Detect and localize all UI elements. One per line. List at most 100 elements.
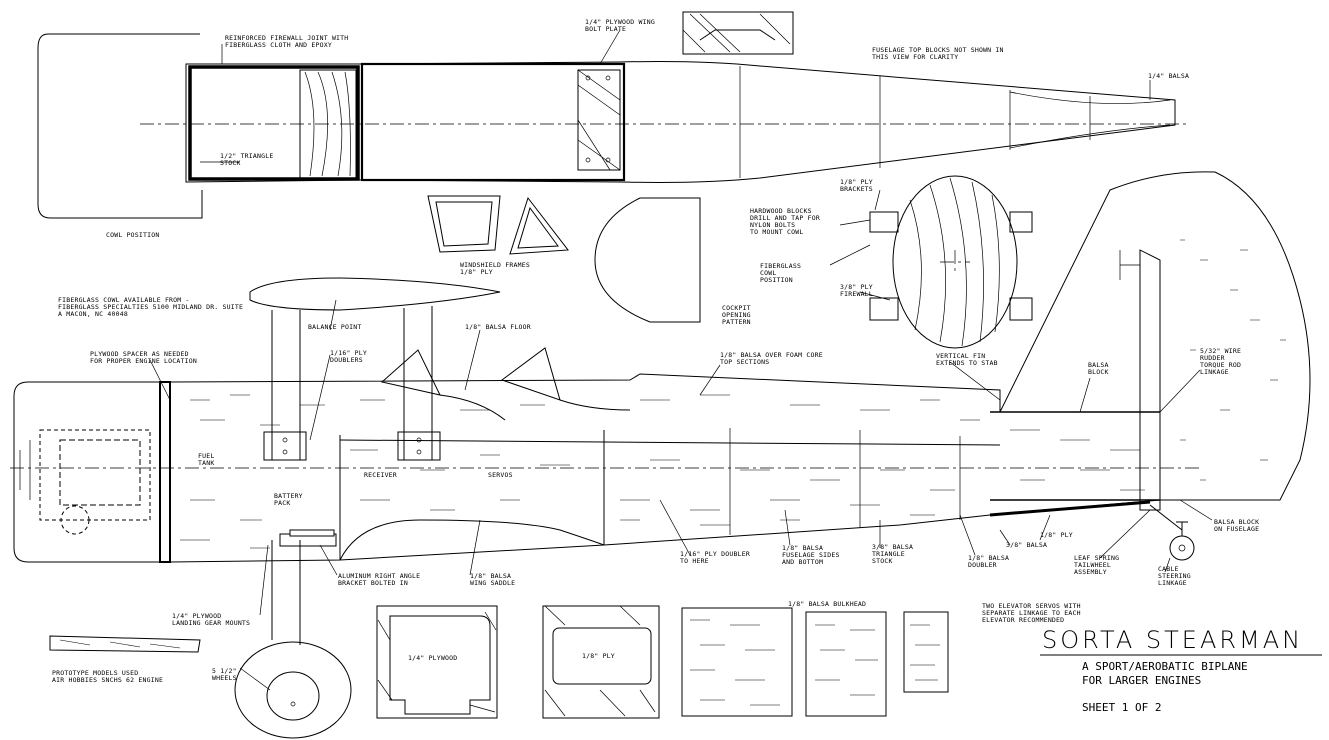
svg-text:LINKAGE: LINKAGE: [1158, 579, 1187, 587]
title-block: SORTA STEARMAN A SPORT/AEROBATIC BIPLANE…: [1040, 626, 1322, 714]
label-eighth-ply: 1/8" PLY: [1040, 531, 1073, 539]
svg-text:BRACKET BOLTED IN: BRACKET BOLTED IN: [338, 579, 408, 587]
label-fuel-tank: FUEL: [198, 452, 214, 460]
svg-text:BRACKETS: BRACKETS: [840, 185, 873, 193]
svg-text:ASSEMBLY: ASSEMBLY: [1074, 568, 1107, 576]
svg-text:ON FUSELAGE: ON FUSELAGE: [1214, 525, 1259, 533]
label-triangle-stock: 1/2" TRIANGLE: [220, 152, 273, 160]
svg-text:BOLT PLATE: BOLT PLATE: [585, 25, 626, 33]
svg-text:TOP SECTIONS: TOP SECTIONS: [720, 358, 769, 366]
windshield-frames: [427, 195, 569, 255]
fuselage-top-outline: [185, 61, 1176, 183]
svg-text:SEPARATE LINKAGE TO EACH: SEPARATE LINKAGE TO EACH: [982, 609, 1081, 617]
svg-text:LINKAGE: LINKAGE: [1200, 368, 1229, 376]
cowl-outline-top: [37, 33, 203, 219]
svg-text:TO HERE: TO HERE: [680, 557, 709, 565]
tailwheel-assembly: [1149, 504, 1195, 561]
svg-text:BLOCK: BLOCK: [1088, 368, 1109, 376]
svg-text:FIBERGLASS SPECIALTIES 5100 MI: FIBERGLASS SPECIALTIES 5100 MIDLAND DR. …: [58, 303, 243, 311]
label-top-blocks: FUSELAGE TOP BLOCKS NOT SHOWN IN: [872, 46, 1004, 54]
label-foam-core: 1/8" BALSA OVER FOAM CORE: [720, 351, 823, 359]
svg-text:DRILL AND TAP FOR: DRILL AND TAP FOR: [750, 214, 820, 222]
label-triangle-stock-side: 3/8" BALSA: [872, 543, 913, 551]
label-landing-gear-mounts: 1/4" PLYWOOD: [172, 612, 221, 620]
cowl-front-view: [869, 175, 1033, 349]
label-receiver: RECEIVER: [364, 471, 397, 479]
balsa-grain: [180, 394, 1145, 549]
label-quarter-balsa: 1/4" BALSA: [1148, 72, 1189, 80]
svg-text:COWL: COWL: [760, 269, 776, 277]
sheet-number: SHEET 1 OF 2: [1082, 701, 1161, 714]
cowl-side: [13, 381, 160, 563]
fuselage-side-outline: [169, 373, 1161, 563]
label-balsa-block-fuselage: BALSA BLOCK: [1214, 518, 1259, 526]
label-rudder-wire: 5/32" WIRE: [1200, 347, 1241, 355]
wing-bolt-plate-top: [577, 69, 621, 171]
label-wing-bolt-plate: 1/4" PLYWOOD WING: [585, 18, 655, 26]
label-cowl-position: COWL POSITION: [106, 231, 159, 239]
label-aluminum-bracket: ALUMINUM RIGHT ANGLE: [338, 572, 420, 580]
label-three-eighth-balsa: 3/8" BALSA: [1006, 541, 1047, 549]
firewall-box-top: [188, 65, 360, 181]
label-balsa-block: BALSA: [1088, 361, 1109, 369]
svg-text:FUSELAGE SIDES: FUSELAGE SIDES: [782, 551, 840, 559]
label-quarter-plywood-part: 1/4" PLYWOOD: [408, 654, 457, 662]
label-balance-point: BALANCE POINT: [308, 323, 361, 331]
svg-text:PACK: PACK: [274, 499, 290, 507]
label-balsa-doubler: 1/8" BALSA: [968, 554, 1009, 562]
svg-text:A MACON, NC 40048: A MACON, NC 40048: [58, 310, 128, 318]
vertical-fin-rudder: [999, 171, 1311, 511]
label-ply-firewall: 3/8" PLY: [840, 283, 873, 291]
firewall-side: [159, 381, 171, 563]
label-fiberglass-cowl: FIBERGLASS: [760, 262, 801, 270]
svg-text:AND BOTTOM: AND BOTTOM: [782, 558, 823, 566]
engine-side: [19, 429, 151, 535]
svg-text:DOUBLERS: DOUBLERS: [330, 356, 363, 364]
svg-text:FOR PROPER ENGINE LOCATION: FOR PROPER ENGINE LOCATION: [90, 357, 197, 365]
svg-text:STOCK: STOCK: [872, 557, 893, 565]
leader-lines: [149, 29, 1213, 691]
svg-text:POSITION: POSITION: [760, 276, 793, 284]
svg-text:TO MOUNT COWL: TO MOUNT COWL: [750, 228, 803, 236]
label-elevator-servos: TWO ELEVATOR SERVOS WITH: [982, 602, 1081, 610]
label-servos: SERVOS: [488, 471, 513, 479]
label-cowl-source: FIBERGLASS COWL AVAILABLE FROM -: [58, 296, 190, 304]
label-balsa-bulkhead: 1/8" BALSA BULKHEAD: [788, 600, 866, 608]
label-windshield-frames: WINDSHIELD FRAMES: [460, 261, 530, 269]
label-wheels: 5 1/2": [212, 667, 237, 675]
svg-text:TANK: TANK: [198, 459, 214, 467]
svg-text:NYLON BOLTS: NYLON BOLTS: [750, 221, 795, 229]
drawing-subtitle-1: A SPORT/AEROBATIC BIPLANE: [1082, 660, 1248, 673]
svg-text:TORQUE ROD: TORQUE ROD: [1200, 361, 1241, 369]
svg-text:FIREWALL: FIREWALL: [840, 290, 873, 298]
label-fuselage-sides: 1/8" BALSA: [782, 544, 823, 552]
fuselage-top-view: [37, 33, 1190, 219]
svg-text:FIBERGLASS CLOTH AND EPOXY: FIBERGLASS CLOTH AND EPOXY: [225, 41, 332, 49]
upper-wing-airfoil: [249, 277, 501, 311]
cabin-box-top: [360, 62, 626, 182]
landing-gear-mount-strip: [49, 635, 201, 653]
parts-bottom-row: [376, 605, 949, 719]
fuselage-side-view: [10, 277, 1200, 739]
cockpit-opening-pattern: [594, 197, 701, 323]
label-leaf-spring: LEAF SPRING: [1074, 554, 1119, 562]
svg-text:RUDDER: RUDDER: [1200, 354, 1225, 362]
label-vertical-fin: VERTICAL FIN: [936, 352, 985, 360]
wing-bolt-plate-detail: [682, 11, 794, 55]
label-eighth-ply-part: 1/8" PLY: [582, 652, 615, 660]
label-ply-doubler-here: 1/16" PLY DOUBLER: [680, 550, 750, 558]
label-battery-pack: BATTERY: [274, 492, 303, 500]
label-cable-steering: CABLE: [1158, 565, 1179, 573]
svg-text:ELEVATOR RECOMMENDED: ELEVATOR RECOMMENDED: [982, 616, 1064, 624]
annotations: REINFORCED FIREWALL JOINT WITH FIBERGLAS…: [52, 18, 1259, 684]
svg-text:PATTERN: PATTERN: [722, 318, 751, 326]
svg-text:LANDING GEAR MOUNTS: LANDING GEAR MOUNTS: [172, 619, 250, 627]
label-hardwood-blocks: HARDWOOD BLOCKS: [750, 207, 812, 215]
label-firewall-joint: REINFORCED FIREWALL JOINT WITH: [225, 34, 348, 42]
svg-text:THIS VIEW FOR CLARITY: THIS VIEW FOR CLARITY: [872, 53, 958, 61]
label-prototype: PROTOTYPE MODELS USED: [52, 669, 138, 677]
svg-text:TRIANGLE: TRIANGLE: [872, 550, 905, 558]
drawing-subtitle-2: FOR LARGER ENGINES: [1082, 674, 1201, 687]
svg-text:1/8" PLY: 1/8" PLY: [460, 268, 493, 276]
